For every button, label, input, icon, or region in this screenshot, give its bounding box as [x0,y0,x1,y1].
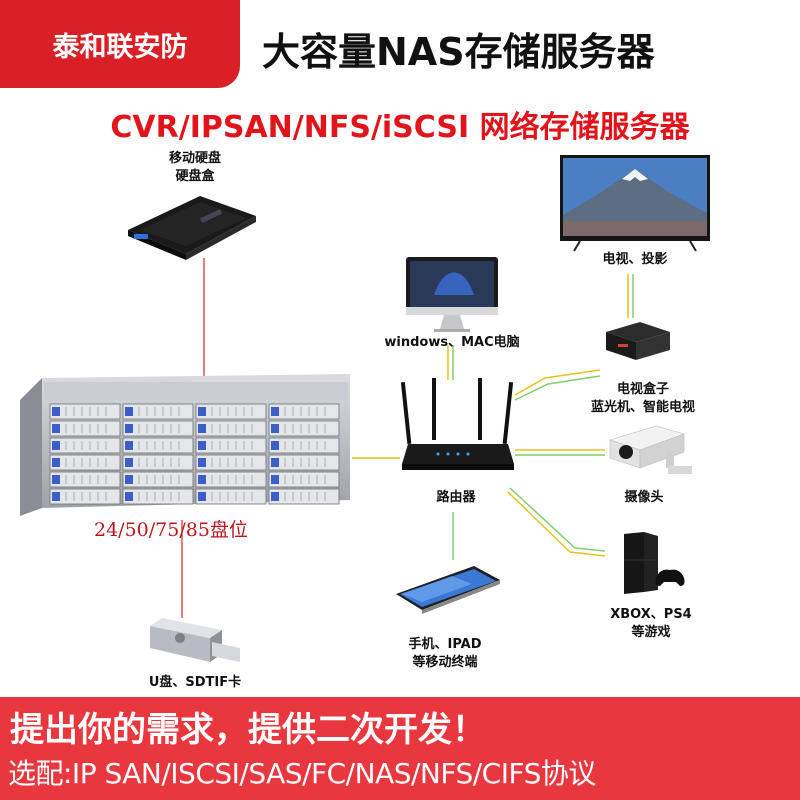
page-title: 大容量NAS存储服务器 [262,29,655,74]
footer-protocols: 选配:IP SAN/ISCSI/SAS/FC/NAS/NFS/CIFS协议 [8,757,596,790]
footer-slogan: 提出你的需求，提供二次开发！ [10,710,486,750]
drive-bays-label: 24/50/75/85盘位 [94,519,248,541]
mobile-phone-label: 手机、IPAD 等移动终端 [408,637,482,670]
tv-label: 电视、投影 [602,252,668,267]
camera-label: 摄像头 [624,490,664,505]
usb-drive-icon [150,618,240,662]
game-console-icon [624,532,685,594]
computer-icon [406,257,498,332]
camera-icon [609,425,692,474]
mobile-phone-icon [396,566,500,614]
nas-server-icon [20,374,350,516]
router-icon [400,378,514,470]
footer-banner [0,697,800,800]
tv-box-icon [606,322,670,360]
hdd-enclosure-label: 移动硬盘 硬盘盒 [168,151,221,184]
usb-label: U盘、SDTIF卡 [148,675,242,690]
router-label: 路由器 [436,490,476,505]
hdd-enclosure-icon [128,196,256,260]
tv-icon [560,155,710,252]
tv-box-label: 电视盒子 蓝光机、智能电视 [590,382,695,415]
computer-label: windows、MAC电脑 [384,335,520,350]
game-console-label: XBOX、PS4 等游戏 [610,607,692,640]
page-subtitle: CVR/IPSAN/NFS/iSCSI 网络存储服务器 [110,110,690,145]
brand-logo: 泰和联安防 [0,0,240,88]
